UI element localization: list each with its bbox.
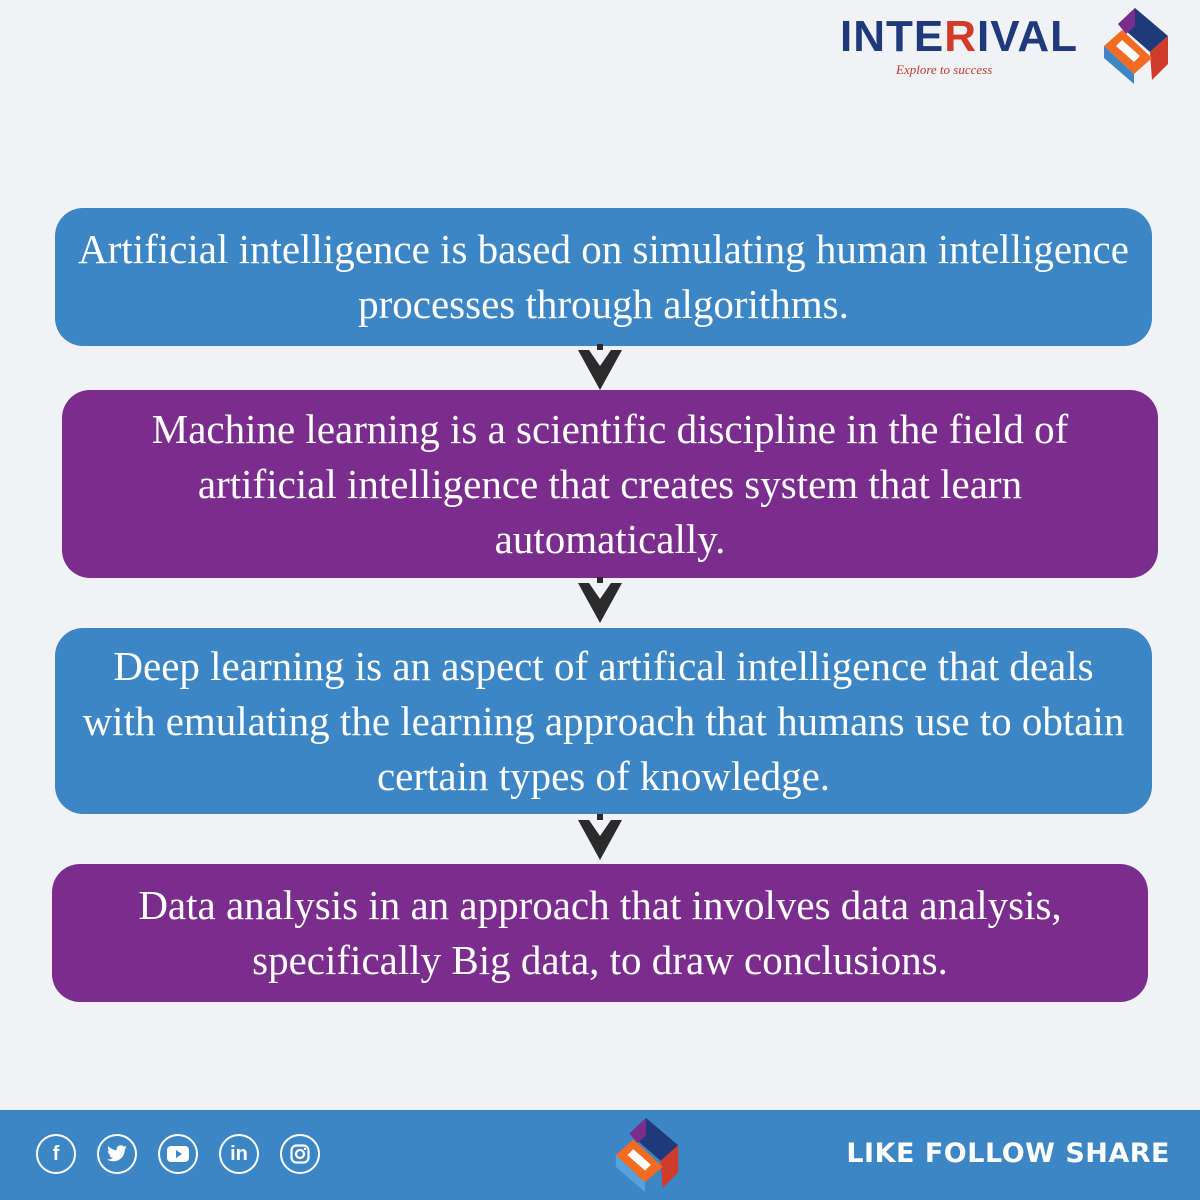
arrow-down-icon <box>578 577 622 623</box>
step-dl-text: Deep learning is an aspect of artifical … <box>82 642 1125 799</box>
twitter-bird-icon <box>107 1145 127 1162</box>
footer-bar: f in LIKE FOLLOW SHARE <box>0 1110 1200 1200</box>
arrow-down-icon <box>578 814 622 860</box>
brand-mark-icon <box>615 1117 679 1193</box>
like-follow-share-text: LIKE FOLLOW SHARE <box>846 1138 1170 1169</box>
brand-tagline: Explore to success <box>896 62 993 77</box>
brand-logo: INTERIVAL Explore to success <box>830 6 1170 86</box>
step-ai: Artificial intelligence is based on simu… <box>55 208 1152 346</box>
linkedin-icon[interactable]: in <box>219 1134 259 1174</box>
twitter-icon[interactable] <box>97 1134 137 1174</box>
arrow-down-icon <box>578 344 622 390</box>
youtube-icon[interactable] <box>158 1134 198 1174</box>
step-data-analysis-text: Data analysis in an approach that involv… <box>138 882 1062 983</box>
step-ai-text: Artificial intelligence is based on simu… <box>78 226 1129 327</box>
social-links: f in <box>36 1134 320 1174</box>
brand-name: INTERIVAL <box>840 12 1078 61</box>
instagram-camera-icon <box>290 1144 310 1164</box>
step-data-analysis: Data analysis in an approach that involv… <box>52 864 1148 1002</box>
step-ml-text: Machine learning is a scientific discipl… <box>151 405 1069 562</box>
step-dl: Deep learning is an aspect of artifical … <box>55 628 1152 814</box>
facebook-icon[interactable]: f <box>36 1134 76 1174</box>
instagram-icon[interactable] <box>280 1134 320 1174</box>
brand-mark-icon <box>1104 8 1168 84</box>
step-ml: Machine learning is a scientific discipl… <box>62 390 1158 578</box>
youtube-play-icon <box>167 1146 189 1162</box>
